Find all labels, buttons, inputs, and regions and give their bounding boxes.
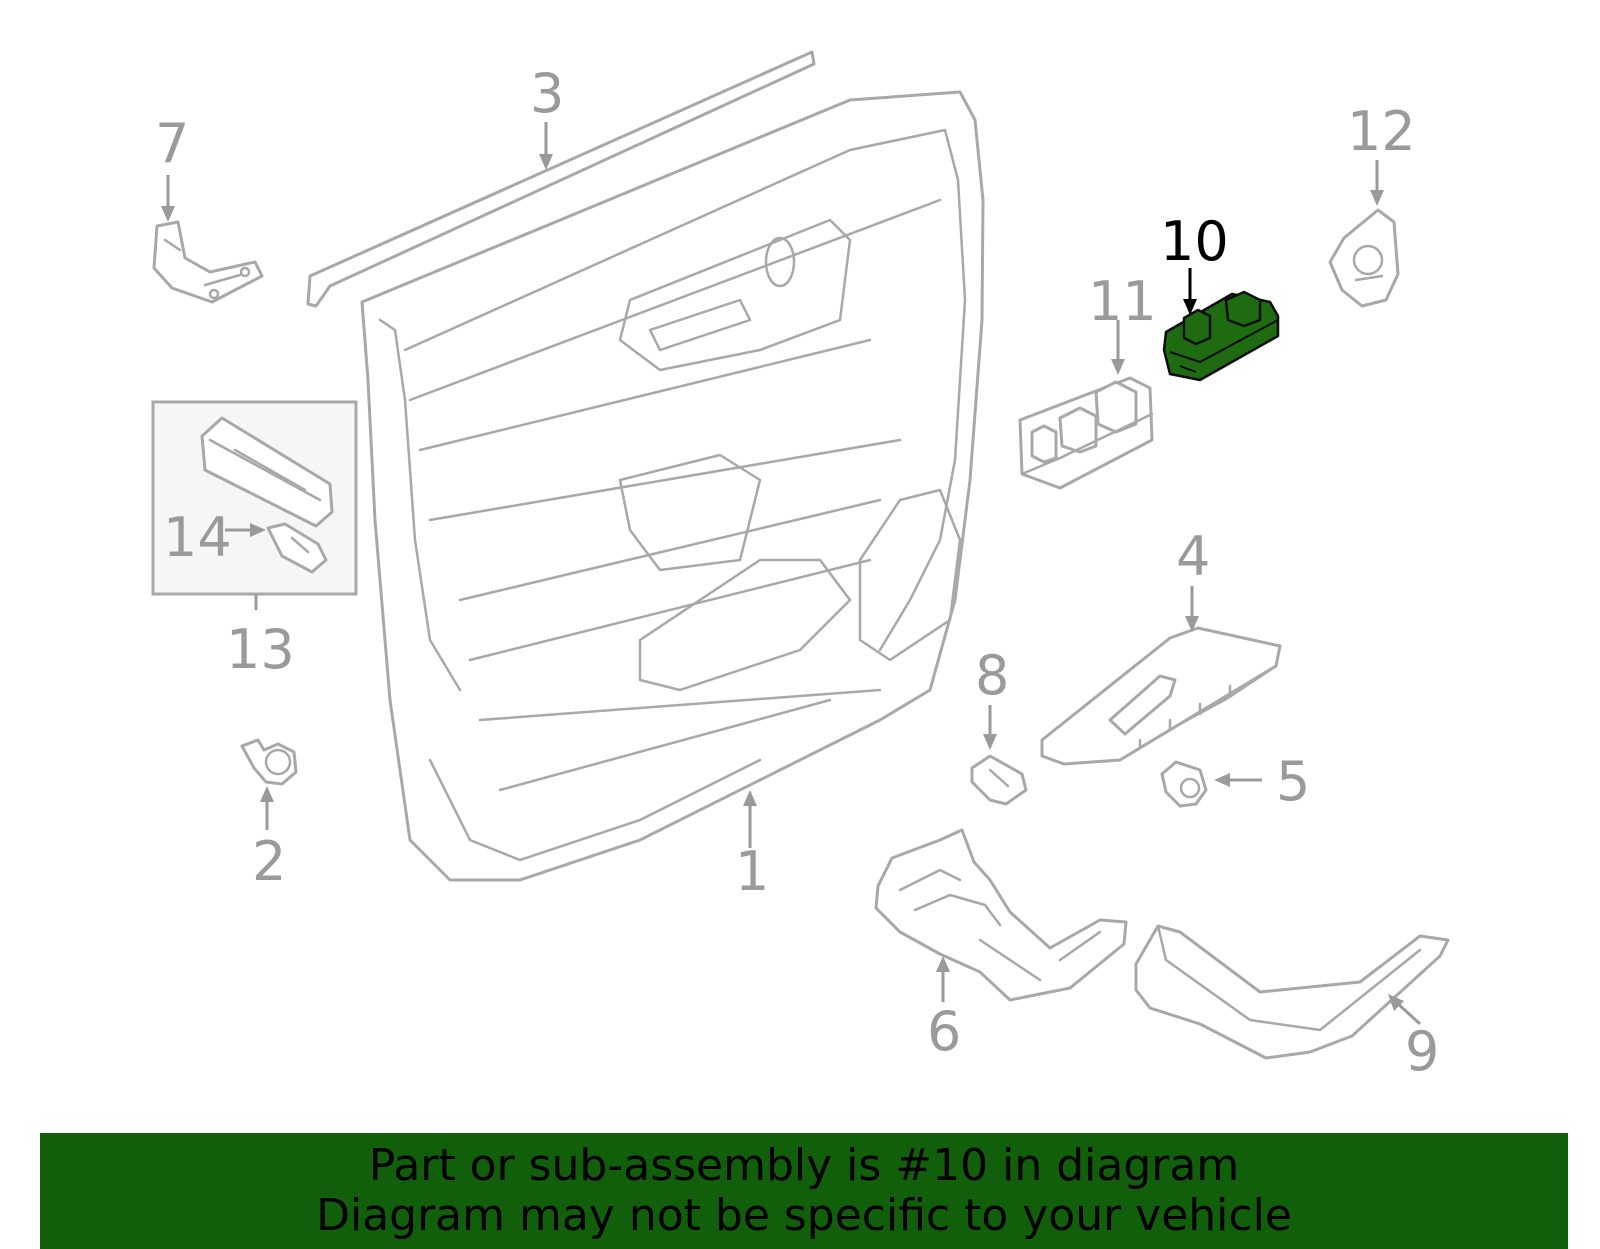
part-1-door-trim-panel	[360, 90, 985, 882]
callout-8: 8	[975, 644, 1009, 707]
part-10-window-switch-highlighted	[1162, 290, 1280, 382]
callout-3: 3	[530, 62, 564, 125]
banner-line-part-number: Part or sub-assembly is #10 in diagram	[368, 1140, 1240, 1191]
callout-12: 12	[1347, 100, 1416, 163]
callout-5: 5	[1276, 750, 1310, 813]
part-5-nut	[1160, 760, 1208, 808]
part-4-switch-bezel	[1040, 626, 1282, 766]
callout-14: 14	[163, 506, 232, 569]
callout-4: 4	[1176, 525, 1210, 588]
leader-12	[1370, 160, 1384, 206]
part-2-clip	[240, 738, 298, 786]
callout-13: 13	[226, 618, 295, 681]
callout-11: 11	[1088, 270, 1157, 333]
callout-7: 7	[155, 112, 189, 175]
callout-9: 9	[1405, 1020, 1439, 1083]
leader-6	[936, 956, 950, 1002]
part-14-bulb	[266, 522, 328, 574]
leader-7	[161, 175, 175, 222]
callout-6: 6	[927, 1000, 961, 1063]
part-3-belt-molding	[306, 50, 816, 308]
part-7-bracket	[152, 220, 264, 304]
leader-1	[743, 790, 757, 848]
part-12-latch	[1328, 208, 1400, 308]
part-11-window-switch	[1018, 376, 1154, 490]
leader-10	[1183, 268, 1197, 315]
leader-11	[1111, 320, 1125, 375]
part-6-inner-bracket	[874, 828, 1128, 1002]
leader-2	[260, 786, 274, 830]
info-banner: Part or sub-assembly is #10 in diagram D…	[40, 1133, 1568, 1249]
callout-2: 2	[252, 830, 286, 893]
callout-10: 10	[1160, 210, 1229, 273]
part-8-clip	[970, 754, 1028, 806]
part-9-sill-molding	[1134, 924, 1450, 1060]
leader-4	[1185, 586, 1199, 632]
leader-9	[1388, 994, 1422, 1026]
banner-line-disclaimer: Diagram may not be specific to your vehi…	[316, 1190, 1292, 1241]
leader-3	[539, 122, 553, 170]
callout-1: 1	[735, 840, 769, 903]
leader-8	[983, 705, 997, 750]
leader-5	[1214, 773, 1262, 787]
